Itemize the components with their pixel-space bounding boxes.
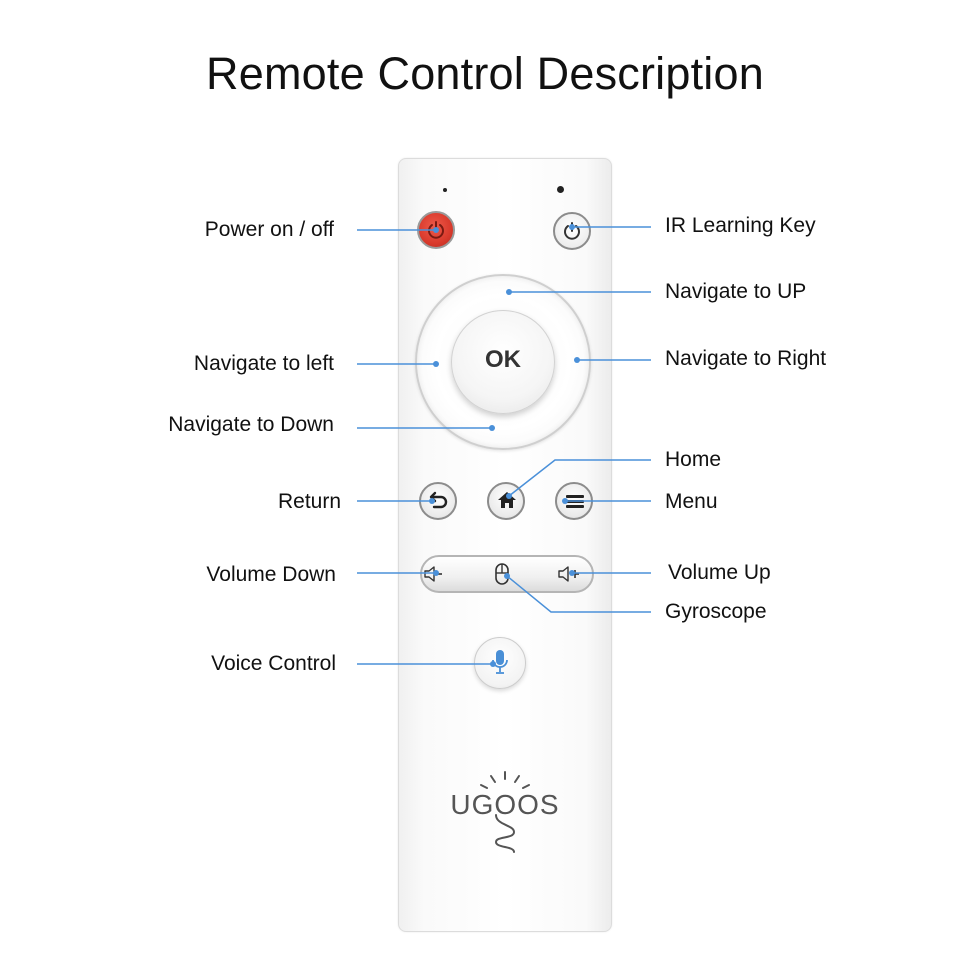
label-nav-left: Navigate to left xyxy=(193,352,334,375)
label-nav-down: Navigate to Down xyxy=(168,413,334,436)
label-gyroscope: Gyroscope xyxy=(665,600,767,623)
return-arrow-icon xyxy=(429,491,448,509)
label-volume-down: Volume Down xyxy=(206,563,336,586)
label-nav-right: Navigate to Right xyxy=(665,347,827,370)
ok-button[interactable] xyxy=(451,310,555,414)
page-title: Remote Control Description xyxy=(206,48,764,99)
label-menu: Menu xyxy=(665,490,718,513)
ir-power-icon xyxy=(564,222,580,240)
label-home: Home xyxy=(665,448,722,471)
speaker-plus-icon[interactable] xyxy=(557,565,583,583)
brand-wordmark: UGOOS xyxy=(450,789,559,820)
home-icon xyxy=(498,492,516,508)
indicator-led-left xyxy=(443,188,447,192)
power-icon xyxy=(428,221,444,239)
label-ir-learning: IR Learning Key xyxy=(665,214,816,237)
menu-icon xyxy=(566,495,584,508)
label-volume-up: Volume Up xyxy=(668,561,771,584)
voice-button[interactable] xyxy=(474,637,526,689)
ok-label: OK xyxy=(485,346,521,373)
label-return: Return xyxy=(277,490,341,513)
label-voice-control: Voice Control xyxy=(211,652,336,675)
mouse-icon[interactable] xyxy=(494,562,510,586)
label-power: Power on / off xyxy=(204,218,334,241)
microphone-icon xyxy=(492,650,508,674)
label-nav-up: Navigate to UP xyxy=(665,280,807,303)
ugoos-logo: UGOOS xyxy=(450,771,559,853)
indicator-led-right xyxy=(557,186,564,193)
speaker-minus-icon[interactable] xyxy=(423,565,447,583)
